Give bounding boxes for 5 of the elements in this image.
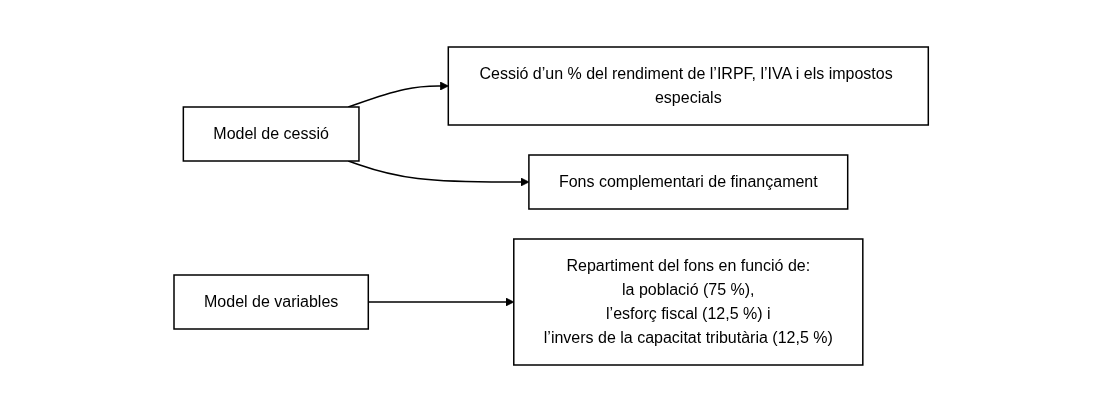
node-box: Repartiment del fons en funció de: la població (75 %), l’esforç fiscal (12,5 %) i l’invers de la capacitat tributària (12,5 %) (513, 238, 864, 366)
node-box: Cessió d’un % del rendiment de l’IRPF, l’IVA i els impostos especials (447, 46, 930, 126)
node-box: Model de cessió (182, 106, 361, 162)
node-box: Model de variables (173, 274, 370, 330)
node-box: Fons complementari de finançament (528, 154, 849, 210)
